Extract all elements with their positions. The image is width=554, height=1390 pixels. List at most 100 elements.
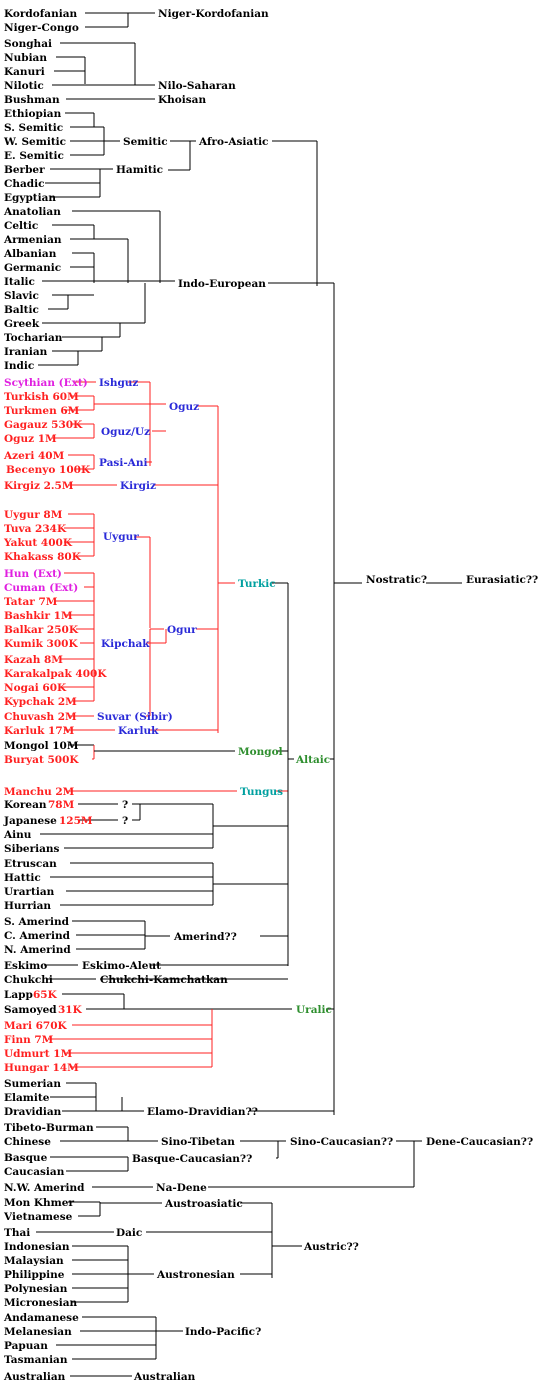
node-austronesian: Austronesian xyxy=(156,1269,235,1281)
node-indo-pacific: Indo-Pacific? xyxy=(185,1326,261,1338)
node-celtic: Celtic xyxy=(4,220,38,232)
node-melanesian: Melanesian xyxy=(4,1326,72,1338)
node-balkar: Balkar 250K xyxy=(4,624,79,636)
node-e-semitic: E. Semitic xyxy=(4,150,64,162)
node-basque-caucasian: Basque-Caucasian?? xyxy=(132,1153,252,1165)
node-eurasiatic: Eurasiatic?? xyxy=(466,574,538,586)
node-thai: Thai xyxy=(4,1227,30,1239)
node-sino-caucasian: Sino-Caucasian?? xyxy=(290,1136,393,1148)
node-nilotic: Nilotic xyxy=(4,80,44,92)
node-sino-tibetan: Sino-Tibetan xyxy=(161,1136,235,1148)
node-bushman: Bushman xyxy=(4,94,60,106)
node-kazah: Kazah 8M xyxy=(4,654,63,666)
node-oguz: Oguz xyxy=(169,401,199,413)
node-kumik: Kumik 300K xyxy=(4,638,78,650)
node-karakalpak: Karakalpak 400K xyxy=(4,668,107,680)
node-s-amerind: S. Amerind xyxy=(4,916,70,928)
node-tuva: Tuva 234K xyxy=(4,523,67,535)
node-udmurt: Udmurt 1M xyxy=(4,1048,73,1060)
node-dravidian: Dravidian xyxy=(4,1106,62,1118)
node-chadic: Chadic xyxy=(4,178,45,190)
node-mongol-10m: Mongol 10M xyxy=(4,740,79,752)
node-karluk-17m: Karluk 17M xyxy=(4,725,75,737)
node-tasmanian: Tasmanian xyxy=(4,1354,68,1366)
node-chuvash: Chuvash 2M xyxy=(4,711,77,723)
node-hamitic: Hamitic xyxy=(116,164,163,176)
node-yakut: Yakut 400K xyxy=(3,537,73,549)
node-albanian: Albanian xyxy=(3,248,57,260)
node-kordofanian: Kordofanian xyxy=(4,8,78,20)
node-japanese: Japanese xyxy=(3,815,57,827)
node-egyptian: Egyptian xyxy=(4,192,56,204)
node-malaysian: Malaysian xyxy=(4,1255,64,1267)
node-turkish: Turkish 60M xyxy=(4,391,79,403)
node-armenian: Armenian xyxy=(3,234,62,246)
node-nostratic: Nostratic? xyxy=(366,574,427,586)
node-andamanese: Andamanese xyxy=(3,1312,79,1324)
node-w-semitic: W. Semitic xyxy=(3,136,66,148)
node-q2: ? xyxy=(122,815,128,827)
node-kanuri: Kanuri xyxy=(4,66,45,78)
node-khoisan: Khoisan xyxy=(158,94,206,106)
node-indic: Indic xyxy=(4,360,34,372)
node-suvar: Suvar (Sibir) xyxy=(97,711,173,723)
node-urartian: Urartian xyxy=(4,886,55,898)
node-ogur: Ogur xyxy=(167,624,197,636)
node-germanic: Germanic xyxy=(4,262,61,274)
node-samoyed: Samoyed xyxy=(4,1004,57,1016)
node-chukchi: Chukchi xyxy=(4,974,53,986)
node-australian-family: Australian xyxy=(133,1371,196,1383)
node-kirgiz-2-5m: Kirgiz 2.5M xyxy=(4,480,74,492)
node-uygur-8m: Uygur 8M xyxy=(4,509,63,521)
node-uygur: Uygur xyxy=(103,531,139,543)
node-n-amerind: N. Amerind xyxy=(4,944,71,956)
node-scythian: Scythian (Ext) xyxy=(4,377,88,389)
node-oguz-1m: Oguz 1M xyxy=(4,433,57,445)
node-elamo-dravidian: Elamo-Dravidian?? xyxy=(147,1106,258,1118)
node-korean-pop: 78M xyxy=(48,799,75,811)
node-berber: Berber xyxy=(4,164,45,176)
node-s-semitic: S. Semitic xyxy=(4,122,63,134)
node-oguz-uz: Oguz/Uz xyxy=(101,426,150,438)
node-becenyo: Becenyo 100K xyxy=(6,464,91,476)
node-italic: Italic xyxy=(4,276,35,288)
node-caucasian: Caucasian xyxy=(4,1166,65,1178)
node-daic: Daic xyxy=(116,1227,142,1239)
node-ishguz: Ishguz xyxy=(99,377,138,389)
node-manchu: Manchu 2M xyxy=(4,786,75,798)
node-kipchak: Kipchak xyxy=(101,638,150,650)
node-philippine: Philippine xyxy=(4,1269,65,1281)
node-buryat: Buryat 500K xyxy=(4,754,79,766)
node-samoyed-pop: 31K xyxy=(58,1004,83,1016)
node-korean: Korean xyxy=(4,799,47,811)
node-songhai: Songhai xyxy=(4,38,52,50)
node-sumerian: Sumerian xyxy=(4,1078,61,1090)
node-slavic: Slavic xyxy=(4,290,39,302)
node-dene-caucasian: Dene-Caucasian?? xyxy=(426,1136,533,1148)
node-uralic: Uralic xyxy=(296,1004,332,1016)
node-mon-khmer: Mon Khmer xyxy=(4,1197,74,1209)
node-semitic: Semitic xyxy=(123,136,168,148)
node-c-amerind: C. Amerind xyxy=(4,930,71,942)
node-q1: ? xyxy=(122,799,128,811)
node-austroasiatic: Austroasiatic xyxy=(164,1198,243,1210)
node-etruscan: Etruscan xyxy=(4,858,57,870)
node-papuan: Papuan xyxy=(4,1340,48,1352)
node-greek: Greek xyxy=(4,318,40,330)
node-nubian: Nubian xyxy=(4,52,47,64)
node-kirgiz: Kirgiz xyxy=(120,480,156,492)
node-lapp-pop: 65K xyxy=(33,989,58,1001)
node-iranian: Iranian xyxy=(4,346,48,358)
node-gagauz: Gagauz 530K xyxy=(4,419,83,431)
node-chukchi-kamchatkan: Chukchi-Kamchatkan xyxy=(100,974,228,986)
node-siberians: Siberians xyxy=(4,843,60,855)
node-nilo-saharan: Nilo-Saharan xyxy=(158,80,236,92)
node-azeri: Azeri 40M xyxy=(3,450,65,462)
node-vietnamese: Vietnamese xyxy=(3,1211,73,1223)
node-australian-leaf: Australian xyxy=(3,1371,66,1383)
node-tatar: Tatar 7M xyxy=(4,596,58,608)
node-cuman: Cuman (Ext) xyxy=(4,582,78,594)
node-micronesian: Micronesian xyxy=(4,1297,78,1309)
node-anatolian: Anatolian xyxy=(3,206,61,218)
